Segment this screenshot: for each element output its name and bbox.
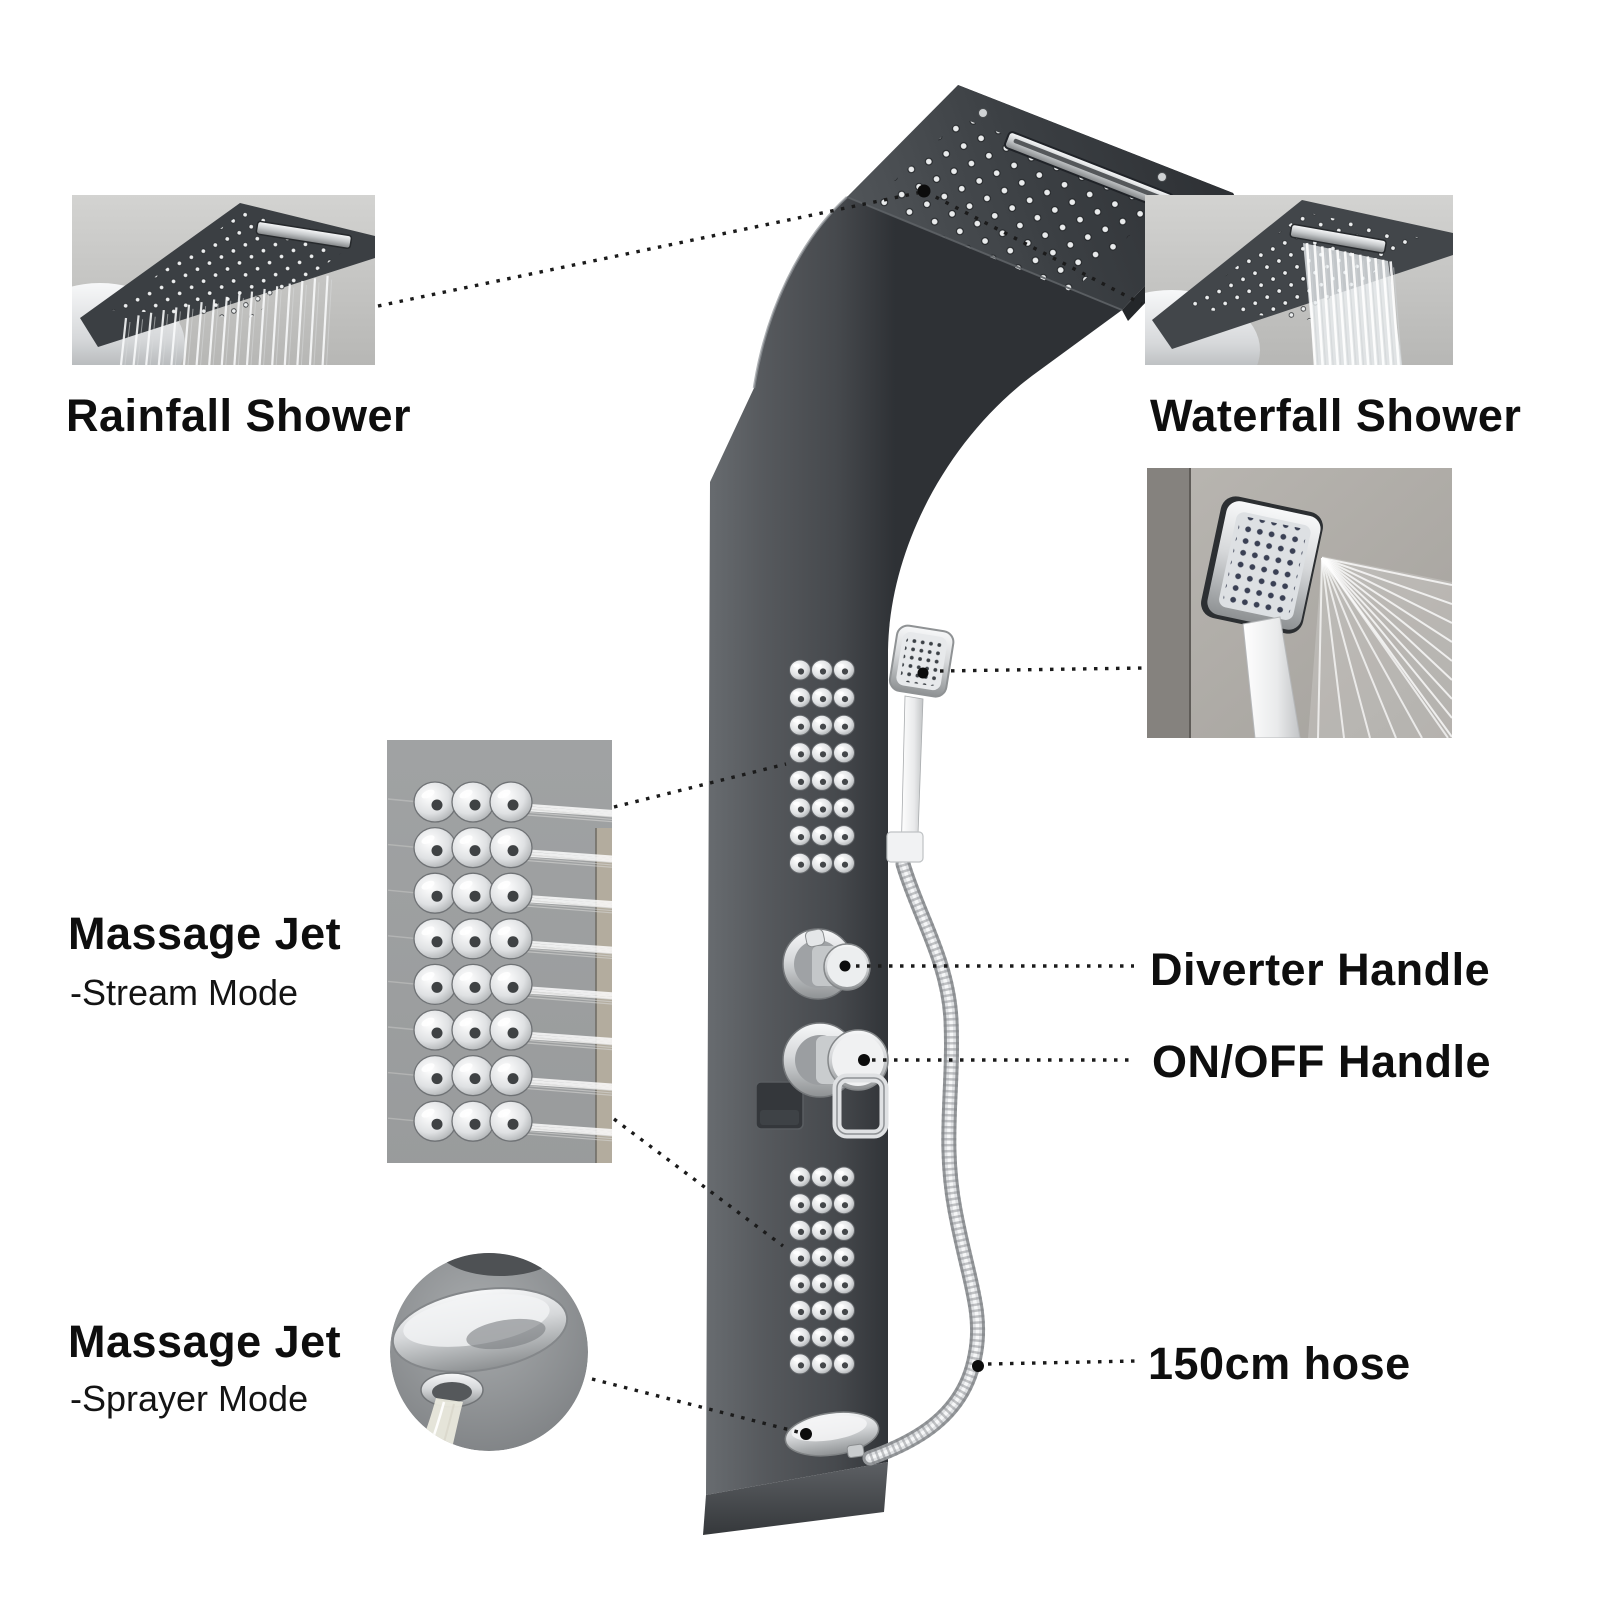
rainfall-shower-label: Rainfall Shower (66, 390, 412, 441)
anchor-hose (972, 1360, 984, 1372)
hand-sprayer-photo (1147, 468, 1452, 738)
panel-column (706, 197, 1122, 1495)
spray-water-fan (1317, 557, 1452, 738)
panel-base (703, 1462, 888, 1535)
waterfall-streams (1305, 242, 1403, 365)
body-jets-lower (789, 1166, 855, 1375)
spout-closeup-photo (390, 1253, 588, 1451)
display-window (755, 1081, 804, 1130)
line-hose (987, 1359, 1137, 1366)
head-fold-line (846, 196, 1123, 311)
anchor-diverter (839, 960, 851, 972)
anchor-head (917, 184, 931, 198)
line-massage-upper (613, 762, 787, 809)
hand-shower-head (888, 624, 955, 698)
panel-edge-highlight (752, 196, 848, 389)
anchor-onoff (858, 1054, 870, 1066)
waterfall-shower-photo (1145, 195, 1453, 365)
massage-jets-photo (387, 740, 612, 1163)
waterfall-shower-label: Waterfall Shower (1150, 390, 1522, 441)
line-rainfall (377, 190, 923, 308)
line-massage-lower (612, 1117, 785, 1248)
line-waterfall (925, 190, 1143, 306)
massage-jet-stream-sublabel: -Stream Mode (70, 972, 299, 1013)
line-spout (591, 1377, 799, 1434)
sprayer-head (1201, 496, 1323, 634)
onoff-handle-label: ON/OFF Handle (1152, 1036, 1492, 1087)
diverter-handle (782, 928, 871, 1000)
massage-jet-stream-label: Massage Jet (68, 908, 342, 959)
rain-water-streams (119, 275, 333, 365)
jet-water-streams (387, 798, 612, 1142)
diverter-handle-label: Diverter Handle (1150, 944, 1491, 995)
jet-row-shadow (438, 1253, 562, 1276)
anchor-spout (800, 1428, 812, 1440)
shower-panel-product (703, 85, 1239, 1535)
hand-shower (886, 624, 955, 863)
hand-shower-holder (886, 831, 924, 863)
screw (1157, 172, 1167, 182)
body-jets-upper (789, 659, 855, 874)
hose-label: 150cm hose (1148, 1338, 1411, 1389)
callout-lines (377, 184, 1145, 1440)
rainfall-shower-photo (72, 195, 375, 365)
waterfall-slot (1003, 131, 1174, 211)
line-sprayer (939, 666, 1145, 673)
massage-jet-sprayer-sublabel: -Sprayer Mode (70, 1378, 309, 1419)
spout-closeup (391, 1287, 569, 1373)
shower-hose (862, 856, 986, 1466)
rain-holes-grid (868, 118, 1168, 292)
screw (978, 108, 988, 118)
anchor-sprayer (917, 667, 929, 679)
massage-jet-sprayer-label: Massage Jet (68, 1316, 342, 1367)
massage-jets-closeup (413, 781, 533, 1142)
sprayer-handle (1242, 616, 1301, 738)
